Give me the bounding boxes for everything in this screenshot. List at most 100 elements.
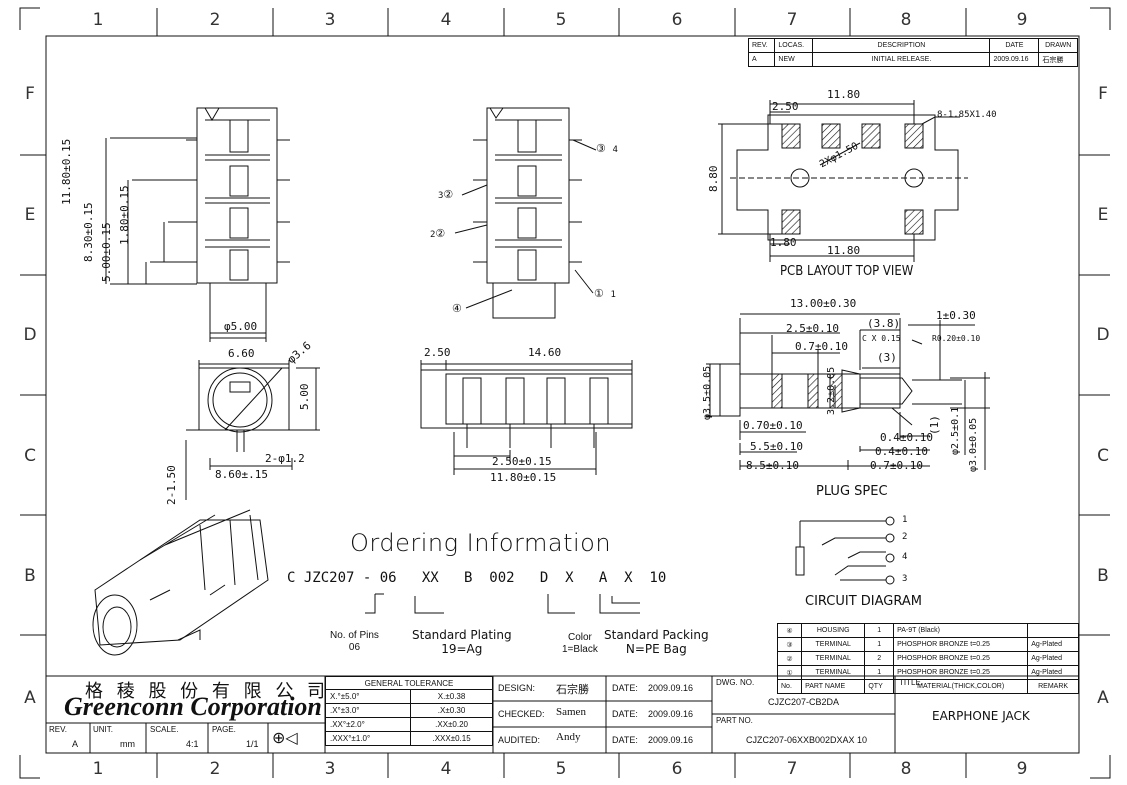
ordering-color-value: 1=Black <box>562 644 598 655</box>
bom-row-2: ② TERMINAL 2 PHOSPHOR BRONZE t=0.25 Ag-P… <box>776 651 1079 666</box>
bom-header-remark: REMARK <box>1027 679 1079 694</box>
plug-d17: (1) <box>928 415 941 435</box>
unit-value: mm <box>120 739 135 749</box>
date-value-3: 2009.09.16 <box>648 735 694 745</box>
callout-2-upper: 3② <box>438 188 453 201</box>
callout-1-circle: ① <box>594 287 604 300</box>
bom-material: PA-9T (Black) <box>893 623 1029 638</box>
scale-value: 4:1 <box>186 739 199 749</box>
pcb-layout <box>718 100 968 262</box>
plug-caption: PLUG SPEC <box>816 484 888 499</box>
tol-angle-1: .X°±3.0° <box>324 703 412 718</box>
part-label: PART NO. <box>716 716 753 725</box>
zone-col-4-bottom: 4 <box>440 759 452 779</box>
bom-header-qty: QTY <box>864 679 895 694</box>
dim-front-width: 6.60 <box>228 347 255 360</box>
bom-remark: Ag-Plated <box>1027 637 1079 652</box>
rev-row-date: 2009.09.16 <box>989 52 1040 67</box>
bom-part: TERMINAL <box>801 651 866 666</box>
pcb-dim-bottom-width: 11.80 <box>827 244 861 257</box>
audited-label: AUDITED: <box>498 735 541 745</box>
pcb-dim-b: 1.80 <box>770 236 797 249</box>
zone-row-d-right: D <box>1096 325 1110 345</box>
circuit-pin-3: 3 <box>902 574 908 584</box>
ordering-brackets <box>365 593 640 614</box>
bom-header-part: PART NAME <box>801 679 866 694</box>
plug-d1: 13.00±0.30 <box>790 297 857 310</box>
zone-row-e: E <box>24 205 36 225</box>
scale-label: SCALE. <box>150 725 179 734</box>
exploded-view <box>454 107 597 319</box>
callout-2-lower: 2② <box>430 227 445 240</box>
zone-row-c: C <box>24 446 36 466</box>
ordering-title: Ordering Information <box>350 529 612 557</box>
bottom-view <box>420 360 633 475</box>
pcb-caption: PCB LAYOUT TOP VIEW <box>780 264 914 279</box>
zone-col-7: 7 <box>786 10 798 30</box>
design-value: 石宗勝 <box>556 683 589 696</box>
zone-col-8-bottom: 8 <box>900 759 912 779</box>
dim-front-height: 5.00 <box>298 383 311 411</box>
ordering-color-label: Color <box>567 632 592 643</box>
callout-3-circle: ③ <box>596 142 606 155</box>
dim-diameter-5: φ5.00 <box>224 320 258 333</box>
rev-row-drawn: 石宗勝 <box>1038 52 1078 67</box>
title-label: TITLE. <box>899 678 924 687</box>
bom-row-3: ③ TERMINAL 1 PHOSPHOR BRONZE t=0.25 Ag-P… <box>776 637 1079 652</box>
bom-qty: 1 <box>864 623 895 638</box>
plug-spec <box>706 313 990 470</box>
bom-table: ④ HOUSING 1 PA-9T (Black) ③ TERMINAL 1 P… <box>776 623 1079 694</box>
side-view <box>105 107 290 342</box>
dim-bottom-a: 2.50 <box>424 346 451 359</box>
ordering-plating: Standard Plating 19=Ag <box>412 628 512 656</box>
zone-row-f-right: F <box>1098 84 1108 104</box>
plug-d8: (3) <box>877 351 897 364</box>
bom-remark: Ag-Plated <box>1027 665 1079 680</box>
plug-d13: 8.5±0.10 <box>746 459 799 472</box>
rev-row-locas: NEW <box>774 52 814 67</box>
circuit-pin-4: 4 <box>902 552 908 562</box>
zone-col-9-bottom: 9 <box>1016 759 1028 779</box>
bom-row-1: ① TERMINAL 1 PHOSPHOR BRONZE t=0.25 Ag-P… <box>776 665 1079 680</box>
ordering-plating-value: 19=Ag <box>441 642 483 656</box>
bom-remark: Ag-Plated <box>1027 651 1079 666</box>
zone-row-b: B <box>24 566 36 586</box>
ordering-packing-label: Standard Packing <box>604 628 709 642</box>
rev-header-rev: REV. <box>747 38 776 53</box>
date-label-1: DATE: <box>612 683 638 693</box>
zone-row-a-right: A <box>1097 688 1109 708</box>
ordering-plating-label: Standard Plating <box>412 628 512 642</box>
audited-value: Andy <box>556 731 581 743</box>
dwg-label: DWG. NO. <box>716 678 755 687</box>
bom-row-4: ④ HOUSING 1 PA-9T (Black) <box>776 623 1079 638</box>
bom-part: TERMINAL <box>801 665 866 680</box>
jack-isometric <box>92 509 269 656</box>
bom-no: ④ <box>776 623 803 638</box>
bom-header-row: No. PART NAME QTY MATERIAL(THICK,COLOR) … <box>776 679 1079 694</box>
pcb-dim-height: 8.80 <box>707 165 720 193</box>
bom-remark <box>1027 623 1079 638</box>
bom-qty: 2 <box>864 651 895 666</box>
rev-header-date: DATE <box>989 38 1040 53</box>
plug-d5: 1±0.30 <box>936 309 976 322</box>
revision-table: REV. LOCAS. DESCRIPTION DATE DRAWN A NEW… <box>747 38 1078 67</box>
plug-d11: 0.70±0.10 <box>743 419 803 432</box>
rev-header-description: DESCRIPTION <box>812 38 991 53</box>
ordering-pins-value: 06 <box>348 642 361 653</box>
zone-row-f: F <box>25 84 35 104</box>
tol-linear-1: .X±0.30 <box>410 703 493 718</box>
rev-row-description: INITIAL RELEASE. <box>812 52 991 67</box>
rev-row-rev: A <box>747 52 776 67</box>
plug-d7: R0.20±0.10 <box>932 334 981 343</box>
company-name-cn: 格 稜 股 份 有 限 公 司 <box>85 681 330 702</box>
zone-col-1-bottom: 1 <box>92 759 104 779</box>
callout-4: ④ <box>452 302 462 315</box>
part-value: CJZC207-06XXB002DXAX 10 <box>746 735 868 745</box>
zone-col-6-bottom: 6 <box>671 759 683 779</box>
bom-part: HOUSING <box>801 623 866 638</box>
ordering-packing: Standard Packing N=PE Bag <box>604 628 709 656</box>
zone-row-b-right: B <box>1097 566 1109 586</box>
plug-d10: 3.2±0.05 <box>826 366 837 415</box>
ordering-color: Color 1=Black <box>562 632 598 656</box>
dim-height-11-80: 11.80±0.15 <box>60 138 73 205</box>
